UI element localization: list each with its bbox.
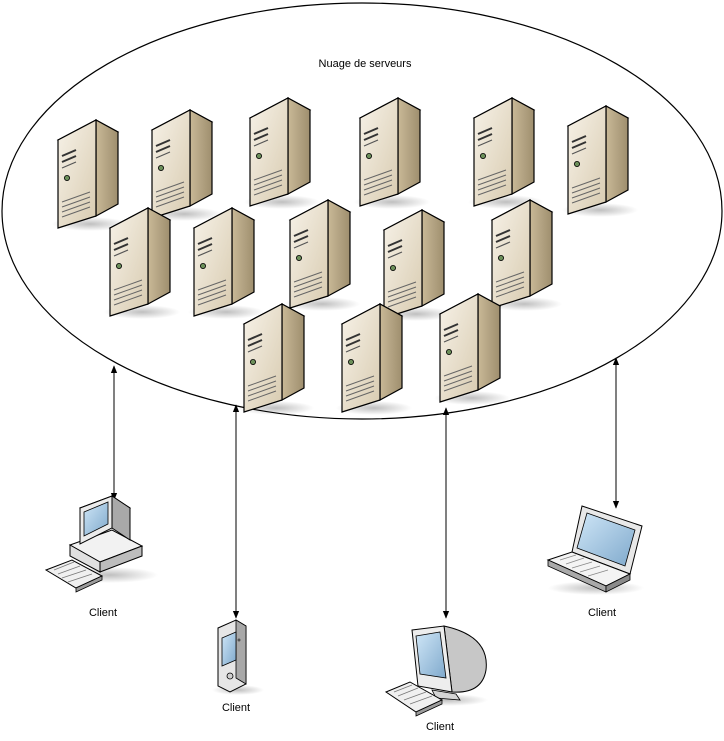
connections [110,357,620,619]
client-label: Client [221,702,251,714]
client-label: Client [425,721,455,733]
server-cloud [1,2,723,420]
client-label: Client [88,607,118,619]
cloud-label: Nuage de serveurs [318,58,412,70]
desktop-computer-icon [44,495,158,593]
imac-computer-icon [384,625,488,717]
pda-icon [212,619,264,695]
client-label: Client [587,607,617,619]
laptop-icon [546,505,644,595]
